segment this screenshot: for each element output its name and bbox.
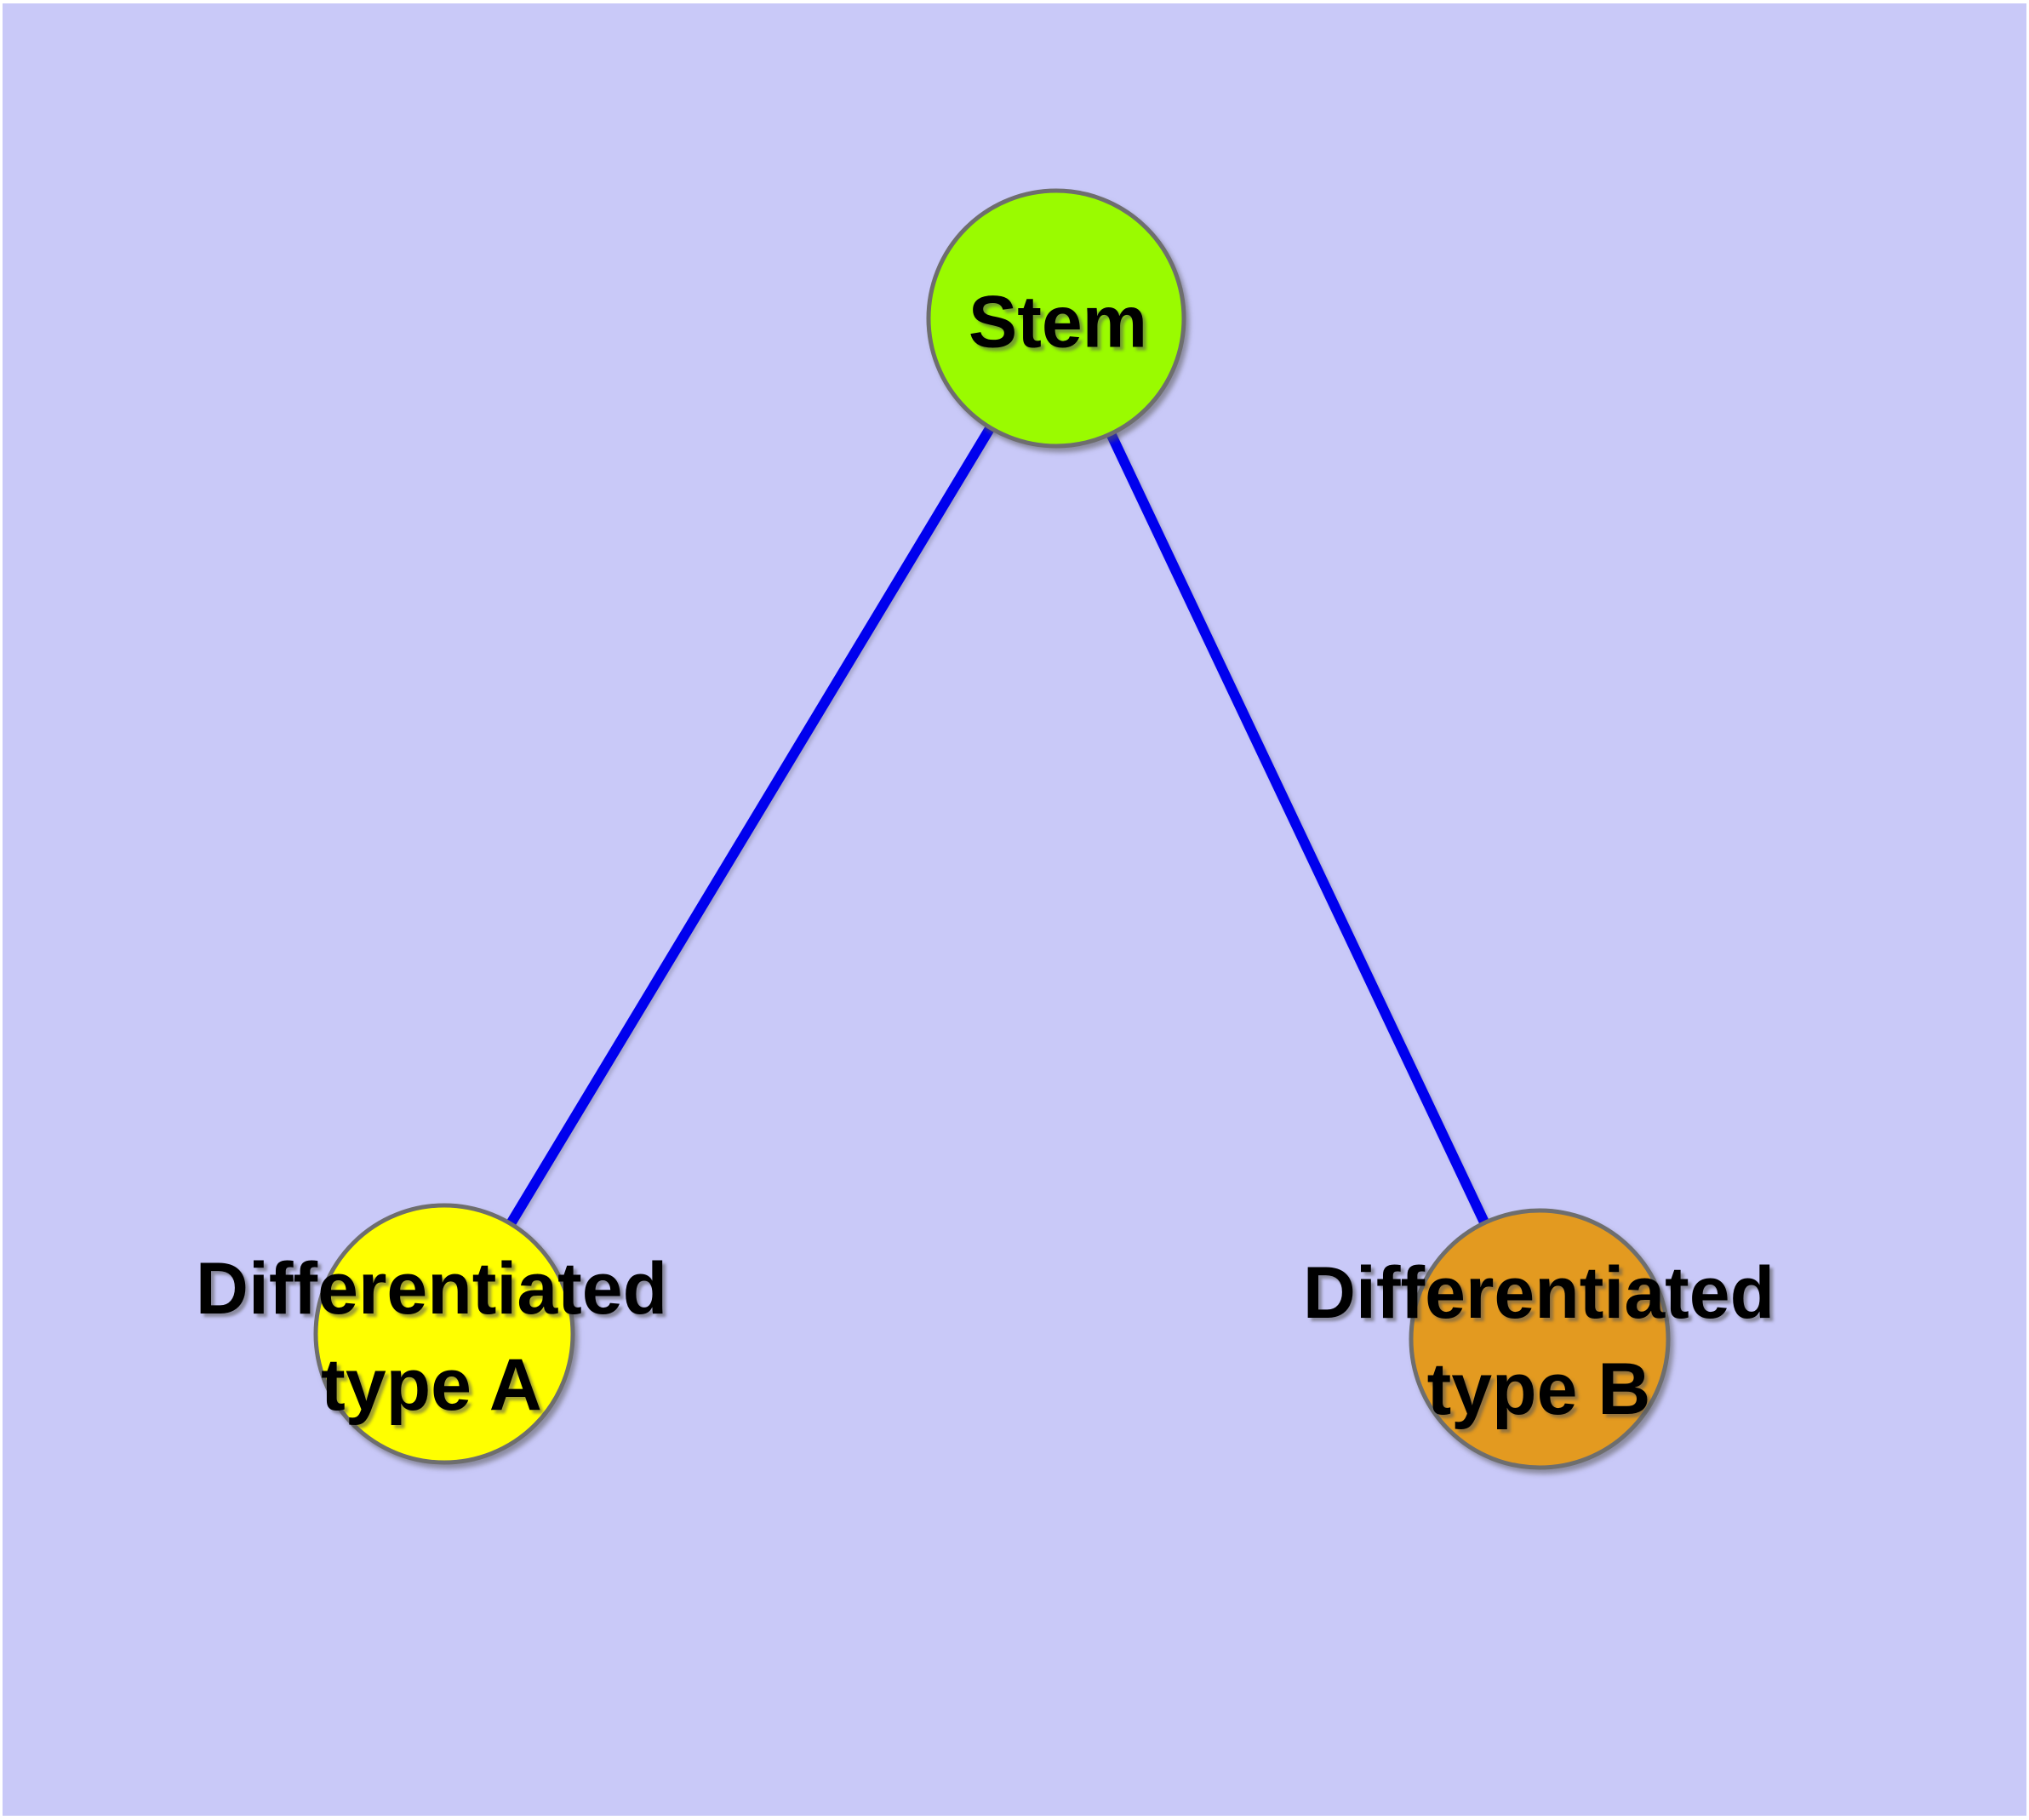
diagram-canvas: Stem Differentiated type A Differentiate… — [3, 3, 2026, 1816]
graph-svg — [313, 188, 1671, 1470]
node-type-b-label-line2: type B — [1426, 1348, 1651, 1430]
node-type-b-circle — [1409, 1208, 1671, 1470]
edge-stem-to-type-a — [439, 315, 1061, 1337]
node-type-a-label-line1: Differentiated — [195, 1248, 668, 1330]
node-stem-circle — [926, 188, 1186, 449]
node-type-a-label: Differentiated type A — [196, 1241, 667, 1434]
node-type-a-circle — [313, 1203, 575, 1465]
node-type-a-label-line2: type A — [321, 1344, 542, 1426]
node-type-b-label: Differentiated type B — [1303, 1245, 1775, 1438]
node-stem-label: Stem — [968, 281, 1148, 363]
edge-stem-to-type-b — [1051, 316, 1545, 1342]
node-type-b-label-line1: Differentiated — [1302, 1252, 1775, 1334]
